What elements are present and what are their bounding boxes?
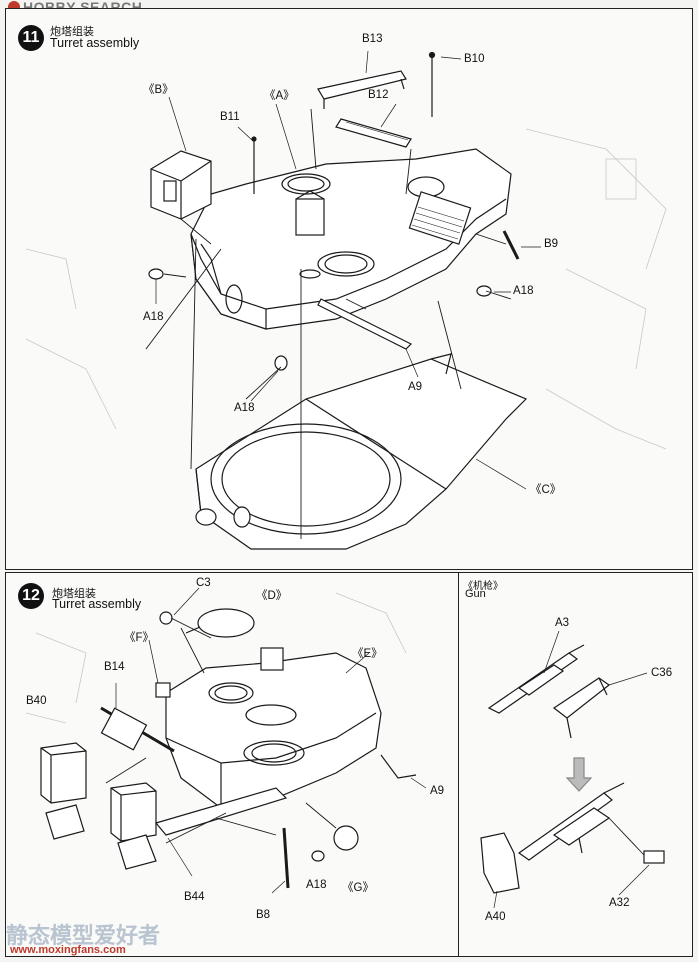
- gun-title-en: Gun: [465, 588, 486, 600]
- part-b8: [282, 827, 290, 889]
- label-a18: A18: [513, 285, 534, 297]
- moxingfans-watermark: 静态模型爱好者: [6, 924, 161, 949]
- label-b9: B9: [544, 238, 559, 250]
- label-e-part: 《E》: [352, 648, 383, 660]
- label-b10: B10: [464, 53, 485, 65]
- step-title-cn: 炮塔组装: [52, 587, 96, 600]
- assembled-gun: [517, 782, 625, 861]
- label-b11: B11: [220, 111, 240, 123]
- step-number: 11: [18, 25, 44, 51]
- step-title-en: Turret assembly: [50, 36, 140, 50]
- part-b13-rail: [317, 70, 407, 109]
- part-b11-antenna: [251, 136, 257, 194]
- label-b12: B12: [368, 89, 389, 101]
- label-b44: B44: [184, 891, 205, 903]
- step-11-panel: 11 炮塔组装 Turret assembly: [5, 8, 693, 570]
- label-a18: A18: [306, 879, 327, 891]
- label-b8: B8: [256, 909, 271, 921]
- label-d-part: 《D》: [256, 590, 288, 602]
- label-g-part: 《G》: [342, 882, 374, 894]
- step-11-drawing: [25, 50, 667, 550]
- step-title-en: Turret assembly: [52, 597, 142, 611]
- part-a40-shield: [480, 832, 520, 894]
- part-f: [155, 682, 171, 698]
- label-a3: A3: [555, 617, 570, 629]
- part-a18: [148, 268, 492, 371]
- assembly-guide-line: [608, 817, 645, 856]
- label-a9: A9: [430, 785, 445, 797]
- part-b12-rail: [335, 118, 412, 148]
- gun-panel: 《机枪》 Gun: [458, 572, 693, 957]
- part-a3-gun: [487, 644, 585, 714]
- part-a18: [311, 850, 325, 862]
- step-12-panel: 12 炮塔组装 Turret assembly: [5, 572, 460, 957]
- bleed-through-lines: [25, 592, 407, 724]
- step-12-drawing: [25, 587, 427, 894]
- down-arrow-icon: [565, 757, 593, 792]
- part-b10-antenna: [428, 51, 436, 117]
- label-b40: B40: [26, 695, 47, 707]
- turret-body: [165, 647, 382, 809]
- bleed-through-lines: [25, 128, 667, 450]
- label-leader-lines: [493, 630, 650, 909]
- label-leader-lines: [155, 50, 541, 490]
- assembly-guide-lines: [105, 617, 337, 844]
- part-d-hatch: [185, 608, 255, 638]
- part-b9: [502, 230, 520, 260]
- label-f-part: 《F》: [124, 632, 155, 644]
- part-c36-mount: [552, 677, 611, 739]
- label-c36: C36: [651, 667, 673, 679]
- step-number: 12: [18, 583, 44, 609]
- moxingfans-url: www.moxingfans.com: [10, 944, 126, 956]
- part-b44: [154, 787, 288, 836]
- step-title-cn: 炮塔组装: [50, 25, 94, 38]
- label-b-part: 《B》: [143, 84, 174, 96]
- label-leader-lines: [115, 587, 427, 894]
- assembly-guide-lines: [145, 108, 512, 539]
- label-a-part: 《A》: [264, 90, 295, 102]
- label-b13: B13: [362, 33, 383, 45]
- label-c-part: 《C》: [530, 484, 562, 496]
- part-b-box: [150, 150, 212, 220]
- label-a32: A32: [609, 897, 630, 909]
- label-b14: B14: [104, 661, 125, 673]
- part-b14-grille: [100, 707, 148, 751]
- part-b40-boxes: [40, 742, 157, 870]
- label-a40: A40: [485, 911, 506, 923]
- part-c-lower-hull: [195, 353, 528, 550]
- turret-upper-hull: [190, 148, 512, 330]
- part-g: [333, 825, 359, 851]
- label-a18: A18: [234, 402, 255, 414]
- part-a32: [643, 850, 665, 864]
- part-a9: [380, 754, 417, 779]
- gun-drawing: [480, 630, 665, 909]
- gun-title-cn: 《机枪》: [463, 581, 503, 592]
- label-c3: C3: [196, 577, 211, 589]
- label-a9: A9: [408, 381, 423, 393]
- label-a18: A18: [143, 311, 164, 323]
- part-c3: [159, 611, 173, 625]
